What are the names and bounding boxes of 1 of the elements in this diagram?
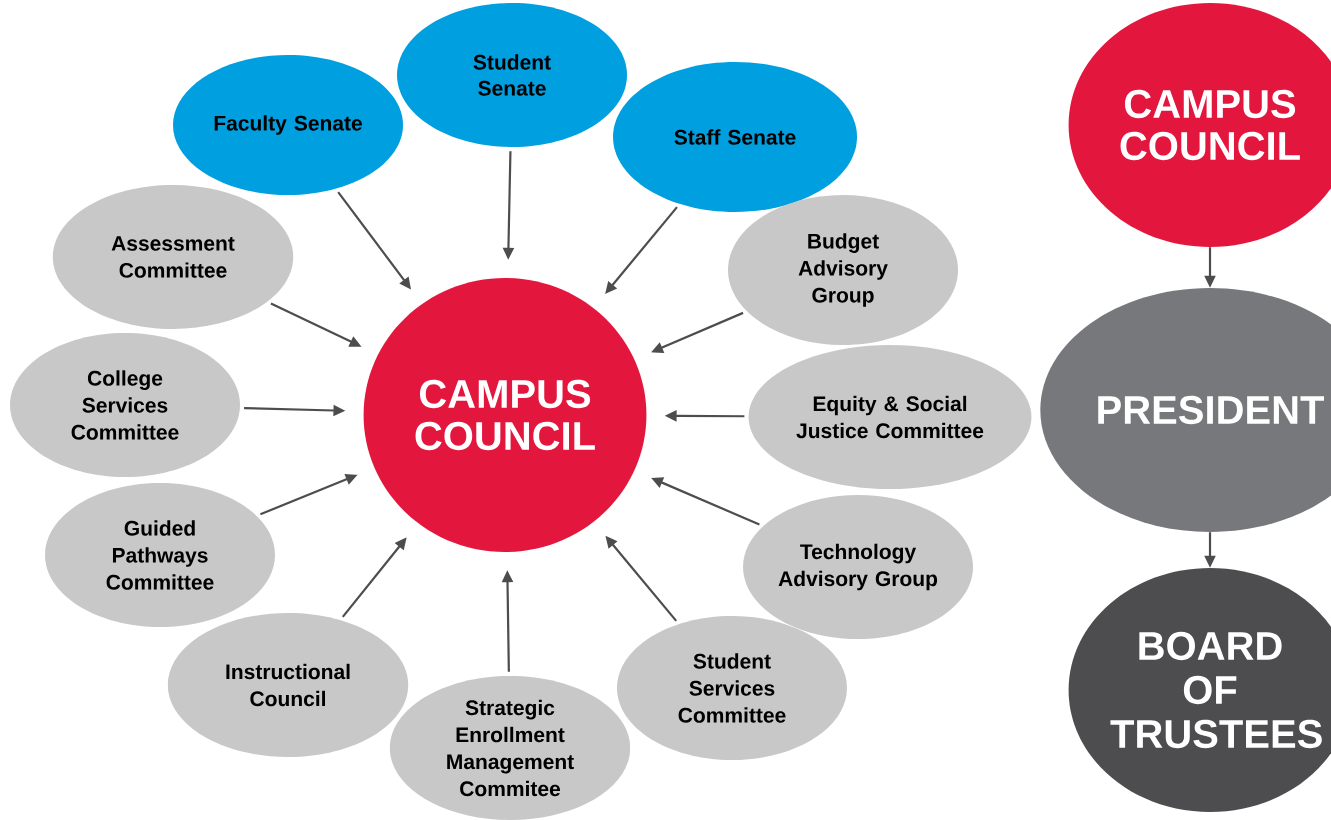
arrow bbox=[605, 206, 678, 294]
